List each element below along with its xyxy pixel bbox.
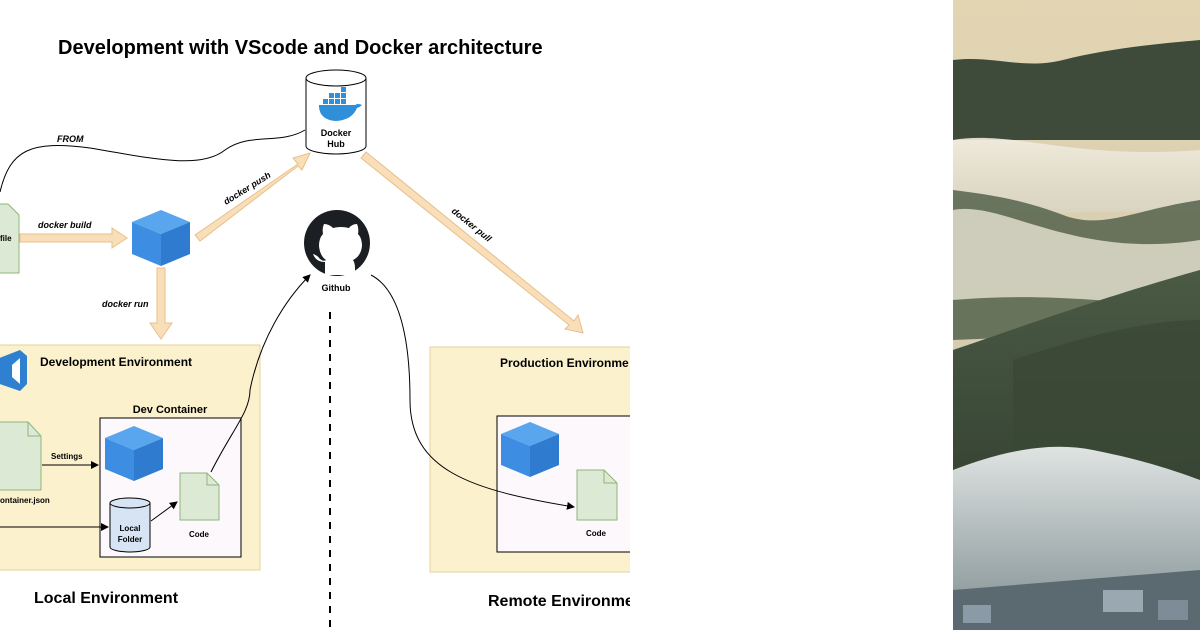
production-cube-icon (501, 422, 559, 477)
devcontainer-json-label: ontainer.json (0, 496, 50, 505)
photo-canvas (953, 0, 1200, 630)
github-to-production-connector (370, 274, 575, 510)
docker-build-arrow (19, 227, 128, 249)
dev-code-document (179, 472, 220, 521)
remote-environment-label: Remote Environme (488, 593, 630, 610)
dev-code-label: Code (189, 530, 210, 539)
docker-hub: Docker Hub (305, 69, 367, 155)
dockerfile-label: file (0, 234, 12, 243)
diagram-title: Development with VScode and Docker archi… (58, 37, 543, 59)
docker-image-cube-icon (132, 210, 190, 266)
docker-hub-label-line2: Hub (327, 139, 345, 149)
docker-pull-arrow (360, 151, 584, 334)
dev-container-title: Dev Container (133, 404, 208, 416)
development-environment-title: Development Environment (40, 355, 192, 369)
docker-run-label: docker run (102, 299, 149, 309)
vscode-icon (0, 350, 27, 391)
folder-to-code-connector (150, 501, 178, 522)
architecture-diagram: Development with VScode and Docker archi… (0, 37, 630, 630)
github-icon (304, 210, 370, 276)
docker-run-arrow (149, 267, 173, 340)
code-to-github-connector (210, 274, 311, 473)
local-folder-label-line1: Local (120, 524, 141, 533)
local-environment-label: Local Environment (34, 590, 179, 607)
docker-push-arrow (194, 152, 311, 242)
docker-build-label: docker build (38, 220, 92, 230)
production-code-document (576, 469, 618, 521)
dev-container-cube-icon (105, 426, 163, 481)
local-folder-label-line2: Folder (118, 535, 142, 544)
from-label: FROM (57, 134, 84, 144)
settings-label: Settings (51, 452, 83, 461)
production-environment-title: Production Environme (500, 356, 629, 370)
production-code-label: Code (586, 529, 607, 538)
github-label: Github (322, 283, 351, 293)
docker-whale-icon (319, 87, 362, 121)
misty-hills-photo (953, 0, 1200, 630)
diagram-canvas: Development with VScode and Docker archi… (0, 37, 630, 630)
local-folder-cylinder (109, 497, 151, 553)
docker-hub-label-line1: Docker (321, 128, 352, 138)
dockerfile-document: file (0, 203, 20, 274)
from-connector (0, 129, 306, 193)
devcontainer-json-document (0, 421, 42, 491)
